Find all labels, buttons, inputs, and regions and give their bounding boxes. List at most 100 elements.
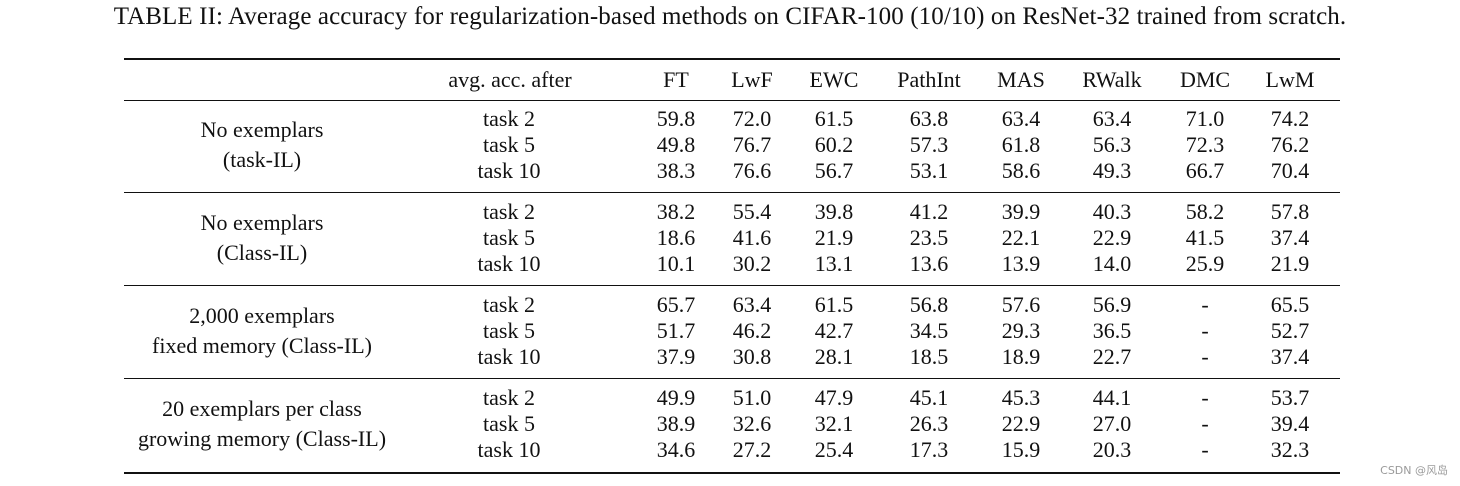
header-row: avg. acc. after FT LwF EWC PathInt MAS R… [124,67,1340,93]
value-cell-lwm: 65.5 [1270,292,1310,317]
group-label: 2,000 exemplars fixed memory (Class-IL) [124,301,400,361]
value-cell-dmc: 66.7 [1185,158,1225,183]
value-cell-ewc: 56.7 [814,158,854,183]
value-cell-rwalk: 56.3 [1092,132,1132,157]
value-cell-ft: 51.7 [656,318,696,343]
group-label-line: growing memory (Class-IL) [137,426,387,451]
task-cell: task 10 [477,437,541,462]
table-caption: TABLE II: Average accuracy for regulariz… [113,3,1347,30]
value-cell-pathint: 26.3 [909,411,949,436]
header-method-ewc: EWC [809,67,859,92]
bottom-rule [124,472,1340,474]
value-cell-lwf: 76.6 [732,158,772,183]
value-cell-ft: 37.9 [656,344,696,369]
value-cell-rwalk: 27.0 [1092,411,1132,436]
task-cell: task 10 [477,158,541,183]
group-label-line: 2,000 exemplars [189,303,335,328]
value-cell-pathint: 53.1 [909,158,949,183]
value-cell-dmc: - [1201,411,1209,436]
value-cell-pathint: 17.3 [909,437,949,462]
value-cell-ft: 59.8 [656,106,696,131]
value-cell-ewc: 61.5 [814,292,854,317]
value-cell-lwf: 41.6 [732,225,772,250]
value-cell-ft: 10.1 [656,251,696,276]
value-cell-ewc: 32.1 [814,411,854,436]
value-cell-lwf: 46.2 [732,318,772,343]
task-cell: task 10 [477,251,541,276]
value-cell-ewc: 47.9 [814,385,854,410]
value-cell-mas: 22.9 [1001,411,1041,436]
value-cell-ft: 38.9 [656,411,696,436]
table-row: task 5 38.9 32.6 32.1 26.3 22.9 27.0 - 39.4 [124,411,1340,437]
value-cell-lwm: 74.2 [1270,106,1310,131]
value-cell-pathint: 45.1 [909,385,949,410]
task-cell: task 5 [483,132,535,157]
header-method-lwm: LwM [1265,67,1315,92]
group-label-line: (Class-IL) [216,240,308,265]
value-cell-lwf: 55.4 [732,199,772,224]
value-cell-lwf: 32.6 [732,411,772,436]
value-cell-rwalk: 56.9 [1092,292,1132,317]
value-cell-dmc: - [1201,292,1209,317]
value-cell-rwalk: 44.1 [1092,385,1132,410]
group-label: No exemplars(Class-IL) [124,208,400,268]
task-cell: task 2 [483,385,535,410]
header-method-mas: MAS [997,67,1045,92]
value-cell-ft: 34.6 [656,437,696,462]
value-cell-lwm: 21.9 [1270,251,1310,276]
value-cell-mas: 63.4 [1001,106,1041,131]
value-cell-pathint: 57.3 [909,132,949,157]
header-rule [124,100,1340,101]
group-label-line: (task-IL) [222,147,302,172]
value-cell-lwm: 70.4 [1270,158,1310,183]
value-cell-lwm: 53.7 [1270,385,1310,410]
value-cell-ewc: 60.2 [814,132,854,157]
value-cell-rwalk: 40.3 [1092,199,1132,224]
value-cell-pathint: 56.8 [909,292,949,317]
value-cell-lwm: 39.4 [1270,411,1310,436]
value-cell-ewc: 25.4 [814,437,854,462]
value-cell-ewc: 39.8 [814,199,854,224]
task-cell: task 5 [483,411,535,436]
value-cell-ft: 18.6 [656,225,696,250]
group-label-line: fixed memory (Class-IL) [152,333,372,358]
value-cell-pathint: 18.5 [909,344,949,369]
value-cell-dmc: 25.9 [1185,251,1225,276]
value-cell-ewc: 61.5 [814,106,854,131]
value-cell-dmc: - [1201,318,1209,343]
value-cell-lwf: 72.0 [732,106,772,131]
value-cell-lwf: 27.2 [732,437,772,462]
value-cell-mas: 22.1 [1001,225,1041,250]
value-cell-pathint: 63.8 [909,106,949,131]
value-cell-rwalk: 14.0 [1092,251,1132,276]
value-cell-rwalk: 22.9 [1092,225,1132,250]
value-cell-lwm: 37.4 [1270,225,1310,250]
value-cell-ewc: 21.9 [814,225,854,250]
task-cell: task 2 [483,292,535,317]
task-cell: task 5 [483,225,535,250]
value-cell-ft: 65.7 [656,292,696,317]
task-cell: task 2 [483,106,535,131]
group-label-line: No exemplars [200,117,324,142]
header-method-dmc: DMC [1179,67,1231,92]
task-cell: task 10 [477,344,541,369]
value-cell-rwalk: 49.3 [1092,158,1132,183]
value-cell-mas: 13.9 [1001,251,1041,276]
value-cell-pathint: 13.6 [909,251,949,276]
value-cell-rwalk: 36.5 [1092,318,1132,343]
value-cell-lwf: 63.4 [732,292,772,317]
value-cell-dmc: 41.5 [1185,225,1225,250]
value-cell-dmc: - [1201,344,1209,369]
task-cell: task 2 [483,199,535,224]
value-cell-mas: 15.9 [1001,437,1041,462]
value-cell-mas: 18.9 [1001,344,1041,369]
